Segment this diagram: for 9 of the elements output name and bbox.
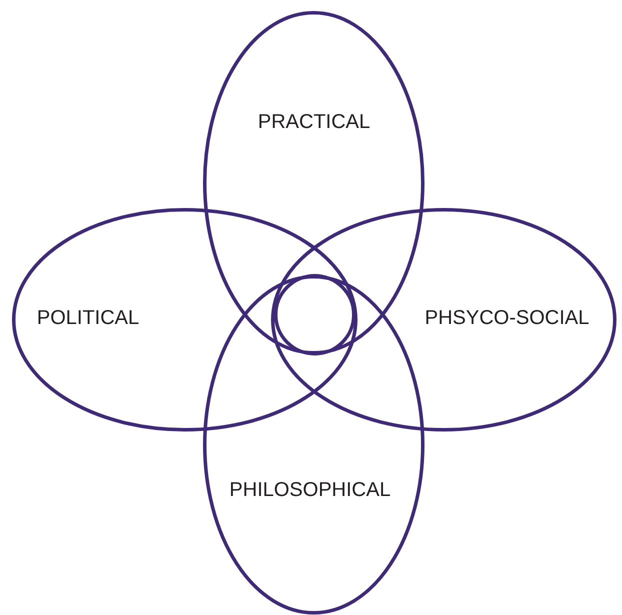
venn-label: POLITICAL	[36, 308, 140, 328]
venn-label: PRACTICAL	[258, 112, 370, 132]
ellipse	[12, 208, 358, 432]
venn-label: PHILOSOPHICAL	[229, 480, 391, 500]
circle	[274, 274, 356, 356]
ellipse	[271, 208, 617, 432]
ellipse	[203, 11, 425, 355]
ellipse	[203, 275, 425, 615]
venn-label: PHSYCO-SOCIAL	[424, 308, 590, 328]
